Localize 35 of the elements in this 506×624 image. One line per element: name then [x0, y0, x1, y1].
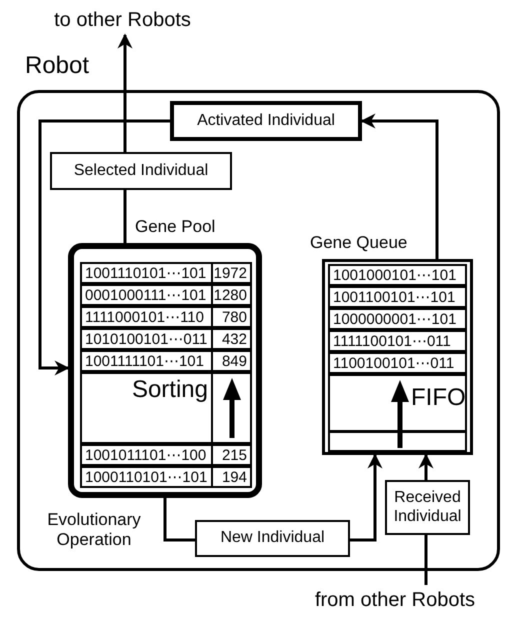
group-title: Gene Pool [135, 217, 216, 237]
arrow [38, 120, 170, 376]
process-box: Activated Individual [170, 101, 362, 141]
table-cell: 432 [211, 328, 252, 350]
group-title: Robot [25, 52, 90, 80]
table-cell: 1280 [211, 284, 252, 306]
process-box: Received Individual [385, 480, 470, 535]
table-cell: 1010100101⋯011 [80, 328, 213, 350]
destination-label: to other Robots [30, 5, 215, 35]
table-cell: 215 [211, 444, 252, 466]
table-cell: 1111100101⋯011 [328, 330, 467, 352]
arrow [350, 454, 382, 542]
process-box: Selected Individual [50, 152, 232, 190]
table-cell: 0001000111⋯101 [80, 284, 213, 306]
table-cell: 1000110101⋯101 [80, 466, 213, 488]
arrow [360, 114, 438, 259]
table-cell: 1100100101⋯011 [328, 352, 467, 374]
table-cell: Sorting [80, 372, 213, 444]
arrow [118, 34, 132, 152]
table-cell: 1001111101⋯101 [80, 350, 213, 372]
source-label: from other Robots [290, 585, 500, 615]
arrow [418, 454, 434, 480]
table-cell: 1001000101⋯101 [328, 264, 467, 286]
table-cell: 1000000001⋯101 [328, 308, 467, 330]
table-cell: 1972 [211, 262, 252, 284]
table-cell: 1001100101⋯101 [328, 286, 467, 308]
process-box: New Individual [195, 520, 350, 557]
table-cell: 1001011101⋯100 [80, 444, 213, 466]
table-cell: 194 [211, 466, 252, 488]
table-cell: 849 [211, 350, 252, 372]
queue-label: FIFO [411, 383, 467, 413]
group-title: Gene Queue [310, 233, 408, 253]
table-cell: 780 [211, 306, 252, 328]
table-cell: 1111000101⋯110 [80, 306, 213, 328]
table-cell: 1001110101⋯101 [80, 262, 213, 284]
